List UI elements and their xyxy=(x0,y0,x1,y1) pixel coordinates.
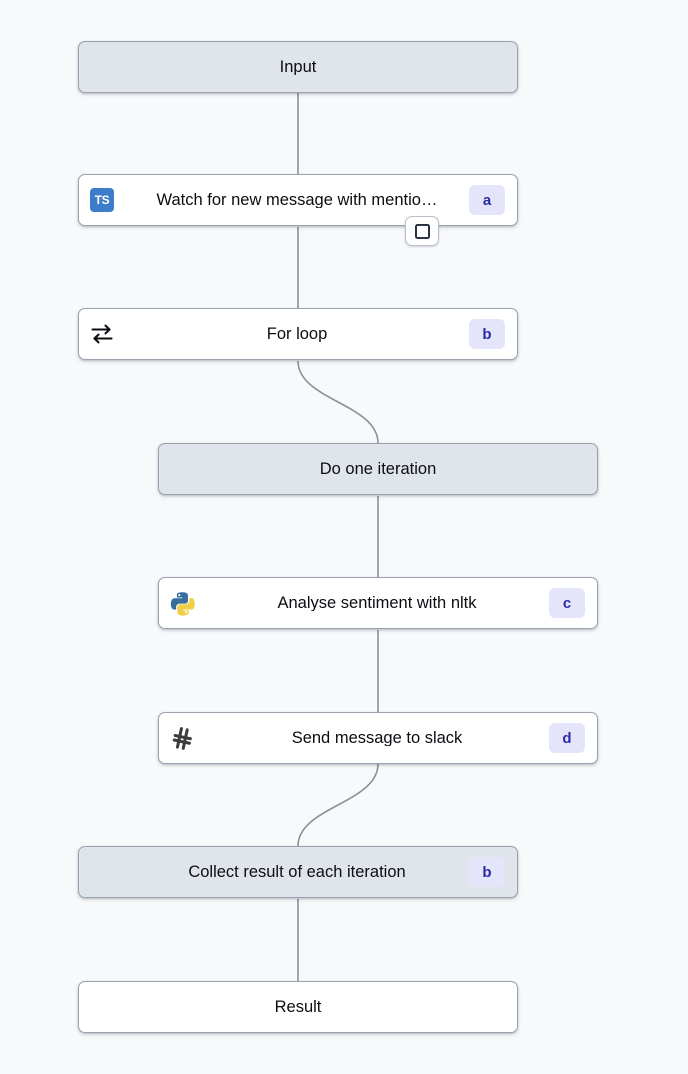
python-icon xyxy=(159,591,205,616)
loop-icon xyxy=(79,321,125,347)
node-analyse-sentiment-badge[interactable]: c xyxy=(549,588,585,618)
node-for-loop[interactable]: For loop b xyxy=(78,308,518,360)
edge-slack-collect xyxy=(297,763,379,847)
node-trigger[interactable]: TS Watch for new message with mentio… a xyxy=(78,174,518,226)
node-send-slack-badge[interactable]: d xyxy=(549,723,585,753)
node-do-one-iteration-label: Do one iteration xyxy=(319,460,437,478)
node-result-label: Result xyxy=(274,998,322,1016)
node-analyse-sentiment[interactable]: Analyse sentiment with nltk c xyxy=(158,577,598,629)
node-analyse-sentiment-label: Analyse sentiment with nltk xyxy=(277,594,477,612)
stop-button[interactable] xyxy=(405,216,439,246)
node-input-label: Input xyxy=(279,58,317,76)
node-result[interactable]: Result xyxy=(78,981,518,1033)
node-collect-result-badge[interactable]: b xyxy=(469,857,505,887)
slack-icon xyxy=(159,725,205,752)
node-send-slack-label: Send message to slack xyxy=(291,729,463,747)
typescript-icon-text: TS xyxy=(90,188,114,212)
node-for-loop-label: For loop xyxy=(266,325,328,343)
typescript-icon: TS xyxy=(79,188,125,212)
node-do-one-iteration[interactable]: Do one iteration xyxy=(158,443,598,495)
node-for-loop-badge[interactable]: b xyxy=(469,319,505,349)
python-icon-glyph xyxy=(170,591,195,616)
node-trigger-badge[interactable]: a xyxy=(469,185,505,215)
node-send-slack[interactable]: Send message to slack d xyxy=(158,712,598,764)
node-trigger-label: Watch for new message with mentio… xyxy=(156,191,438,209)
node-collect-result-label: Collect result of each iteration xyxy=(188,863,406,881)
stop-square-icon xyxy=(414,223,430,239)
edge-forloop-iteration xyxy=(297,360,379,444)
node-input[interactable]: Input xyxy=(78,41,518,93)
node-collect-result[interactable]: Collect result of each iteration b xyxy=(78,846,518,898)
loop-icon-glyph xyxy=(91,324,113,344)
slack-icon-glyph xyxy=(172,726,192,750)
